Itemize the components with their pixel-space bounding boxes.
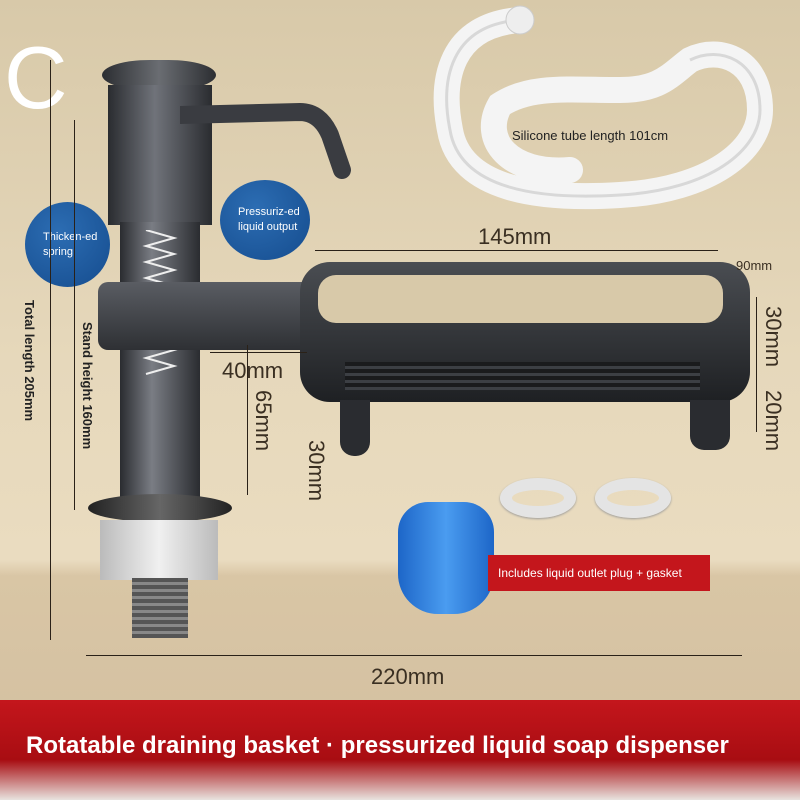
hook-height-label: 20mm (761, 390, 786, 452)
total-width-label: 220mm (371, 664, 445, 689)
gasket-ring-1 (500, 478, 576, 518)
basket-slats (345, 362, 700, 390)
gasket-ring-2 (595, 478, 671, 518)
arm-gap-line (210, 352, 307, 353)
brand-logo: C (4, 28, 68, 127)
dispenser-spout (180, 102, 351, 179)
basket-depth-label: 90mm (736, 258, 773, 273)
swivel-arm (98, 282, 328, 350)
tube-length-label: Silicone tube length 101cm (512, 128, 669, 143)
plug-label-box: Includes liquid outlet plug + gasket (488, 555, 710, 591)
total-width-line (86, 655, 742, 656)
threaded-pipe (132, 578, 188, 638)
hook-right (690, 400, 730, 450)
arm-height-label: 65mm (251, 390, 276, 452)
arm-gap-label: 40mm (222, 358, 284, 383)
callout-output-text: Pressuriz-ed liquid output (238, 206, 300, 233)
base-nut (100, 520, 218, 580)
plug-label: Includes liquid outlet plug + gasket (498, 566, 682, 580)
callout-thickened-spring: Thicken-ed spring (25, 202, 110, 287)
stand-height-line (74, 120, 75, 510)
basket-height-label: 30mm (761, 306, 786, 368)
leg-height-label: 30mm (304, 440, 329, 502)
base-flange (88, 494, 232, 522)
hook-left (340, 400, 370, 456)
basket-opening (318, 275, 723, 323)
basket-height-line (756, 297, 757, 432)
silicone-tube (433, 5, 774, 210)
bottom-banner: Rotatable draining basket · pressurized … (0, 700, 800, 800)
total-length-line (50, 60, 51, 640)
basket-width-line (315, 250, 718, 251)
callout-spring-text: Thicken-ed spring (43, 230, 98, 258)
total-length-label: Total length 205mm (22, 300, 37, 422)
banner-text: Rotatable draining basket · pressurized … (26, 732, 729, 759)
arm-height-line (247, 345, 248, 495)
stand-height-label: Stand height 160mm (80, 322, 95, 450)
outlet-plug (398, 502, 494, 614)
basket-width-label: 145mm (478, 224, 552, 249)
callout-pressurized-output: Pressuriz-ed liquid output (220, 180, 310, 260)
